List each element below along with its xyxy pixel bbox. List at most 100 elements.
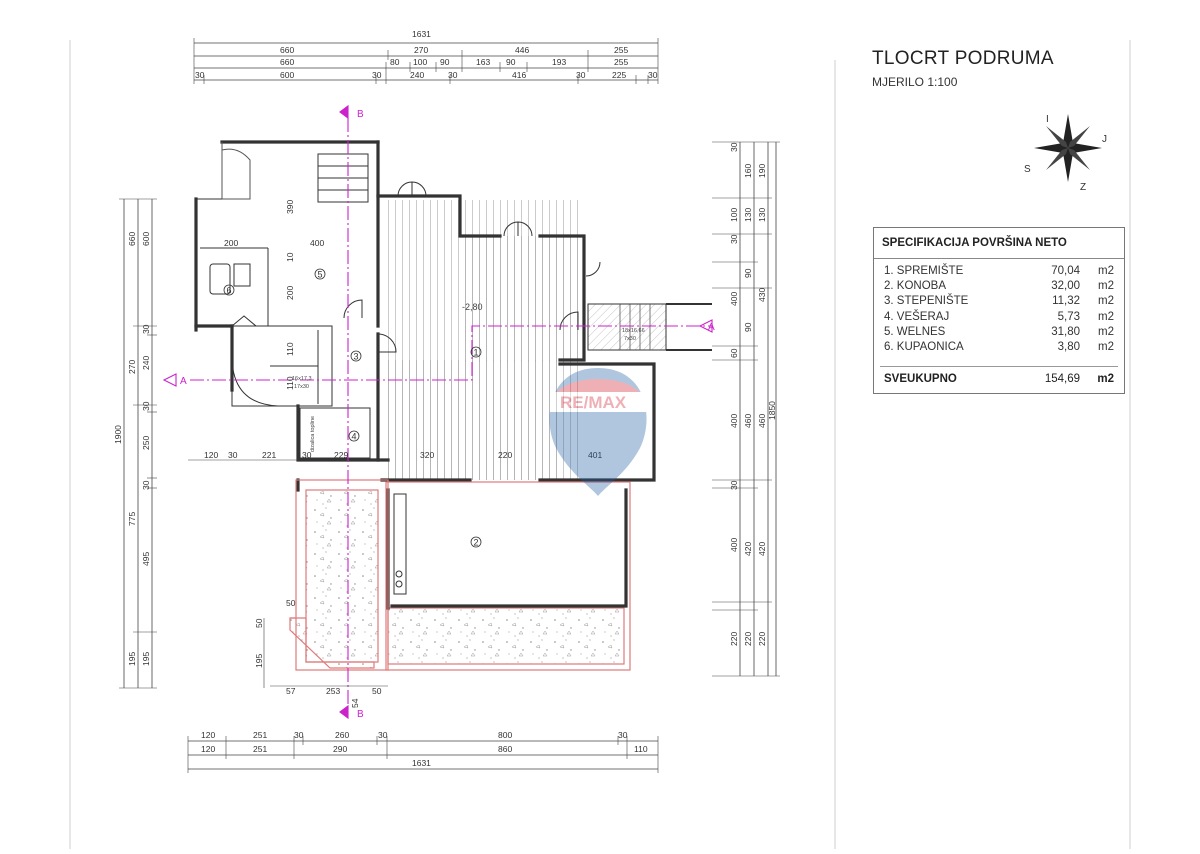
dim-label: 30 <box>729 142 739 152</box>
dim-label: 225 <box>612 70 626 80</box>
dim-label: 195 <box>127 652 137 666</box>
spec-heading: SPECIFIKACIJA POVRŠINA NETO <box>874 228 1124 259</box>
dim-label: 30 <box>648 70 658 80</box>
dim-label: 660 <box>280 45 294 55</box>
dim-label: 130 <box>757 208 767 222</box>
dim-label: 110 <box>634 744 648 754</box>
dim-label: 30 <box>576 70 586 80</box>
inner-dim: 30 <box>302 450 312 460</box>
compass-letter: J <box>1102 134 1107 145</box>
top-dimension-labels: 1631 660 270 446 255 660 80 100 90 163 9… <box>195 29 658 80</box>
dim-top-total: 1631 <box>412 29 431 39</box>
dim-label: 495 <box>141 552 151 566</box>
bottom-dimension-labels: 120 251 30 260 30 800 30 120 251 290 860… <box>201 730 648 768</box>
room-number: 5 <box>318 270 323 280</box>
spec-room-unit: m2 <box>1098 295 1114 307</box>
dim-label: 30 <box>618 730 628 740</box>
dim-label: 420 <box>757 542 767 556</box>
dim-label: 30 <box>195 70 205 80</box>
section-b-top: B <box>357 109 364 120</box>
dim-label: 30 <box>141 480 151 490</box>
dim-label: 255 <box>614 57 628 67</box>
spec-room-name: 1. SPREMIŠTE <box>884 265 964 277</box>
sheet-border <box>69 40 1131 849</box>
dim-label: 220 <box>729 632 739 646</box>
dim-label: 430 <box>757 288 767 302</box>
spec-room-area: 31,80 <box>1051 326 1080 338</box>
right-dimensions <box>712 141 780 677</box>
room-number: 3 <box>354 352 359 362</box>
dim-label: 270 <box>414 45 428 55</box>
spec-room-name: 5. WELNES <box>884 326 946 338</box>
dim-label: 660 <box>280 57 294 67</box>
left-dimensions <box>119 198 157 689</box>
remax-brand: RE/MAX <box>560 393 627 412</box>
dim-label: 800 <box>498 730 512 740</box>
inner-dim: 57 <box>286 686 296 696</box>
area-specification-table: SPECIFIKACIJA POVRŠINA NETO 1. SPREMIŠTE… <box>873 227 1125 394</box>
section-lines <box>162 104 713 720</box>
dim-label: 80 <box>390 57 400 67</box>
compass-letter: S <box>1024 164 1031 175</box>
spec-total-unit: m2 <box>1097 373 1114 385</box>
dim-label: 775 <box>127 512 137 526</box>
spec-room-area: 3,80 <box>1057 341 1080 353</box>
dim-label: 120 <box>201 744 215 754</box>
dim-label: 190 <box>757 164 767 178</box>
inner-dim: 10 <box>285 252 295 262</box>
spec-room-name: 2. KONOBA <box>884 280 946 292</box>
dim-right-total: 1850 <box>767 401 777 420</box>
inner-dim: 54 <box>350 698 360 708</box>
floor-plan: 1 2 3 4 5 6 200 400 390 10 200 110 11 <box>162 104 715 720</box>
remax-watermark: RE/MAX <box>549 368 647 496</box>
dim-label: 460 <box>757 414 767 428</box>
inner-dim: 50 <box>286 598 296 608</box>
hall-floor-south <box>388 360 558 480</box>
spec-row: 4. VEŠERAJ 5,73 m2 <box>884 311 1114 326</box>
dim-left-total: 1900 <box>113 425 123 444</box>
compass-letter: I <box>1046 114 1049 125</box>
drawing-scale: MJERILO 1:100 <box>872 75 958 89</box>
dim-label: 460 <box>743 414 753 428</box>
dim-label: 100 <box>413 57 427 67</box>
inner-dim: 50 <box>372 686 382 696</box>
inner-dim: 320 <box>420 450 434 460</box>
spec-total-row: SVEUKUPNO 154,69 m2 <box>884 373 1114 385</box>
dim-label: 30 <box>141 401 151 411</box>
east-stair <box>587 303 712 351</box>
spec-room-unit: m2 <box>1098 341 1114 353</box>
dim-label: 90 <box>743 322 753 332</box>
spec-row: 6. KUPAONICA 3,80 m2 <box>884 341 1114 356</box>
dim-label: 220 <box>743 632 753 646</box>
dim-label: 193 <box>552 57 566 67</box>
dim-label: 240 <box>141 356 151 370</box>
inner-dim: 390 <box>285 200 295 214</box>
dim-label: 30 <box>729 480 739 490</box>
dim-label: 90 <box>506 57 516 67</box>
dim-label: 446 <box>515 45 529 55</box>
inner-dim: 110 <box>285 342 295 356</box>
section-a-right: A <box>708 322 715 333</box>
east-hall-floor <box>460 236 584 362</box>
stair-note: 17x30 <box>294 384 309 390</box>
terrace-south <box>387 607 625 665</box>
inner-dim: 229 <box>334 450 348 460</box>
inner-dim: 253 <box>326 686 340 696</box>
dim-label: 260 <box>335 730 349 740</box>
dim-label: 30 <box>372 70 382 80</box>
spec-room-unit: m2 <box>1098 311 1114 323</box>
inner-dim: 120 <box>204 450 218 460</box>
spec-room-unit: m2 <box>1098 265 1114 277</box>
dim-label: 30 <box>378 730 388 740</box>
section-a-left: A <box>180 376 187 387</box>
dim-label: 60 <box>729 348 739 358</box>
spec-room-name: 6. KUPAONICA <box>884 341 964 353</box>
bottom-dimensions <box>187 736 659 773</box>
compass-letter: Z <box>1080 182 1086 193</box>
spec-divider <box>880 366 1118 367</box>
room-number: 1 <box>474 348 479 358</box>
dim-label: 255 <box>614 45 628 55</box>
dim-label: 400 <box>729 538 739 552</box>
dim-label: 416 <box>512 70 526 80</box>
